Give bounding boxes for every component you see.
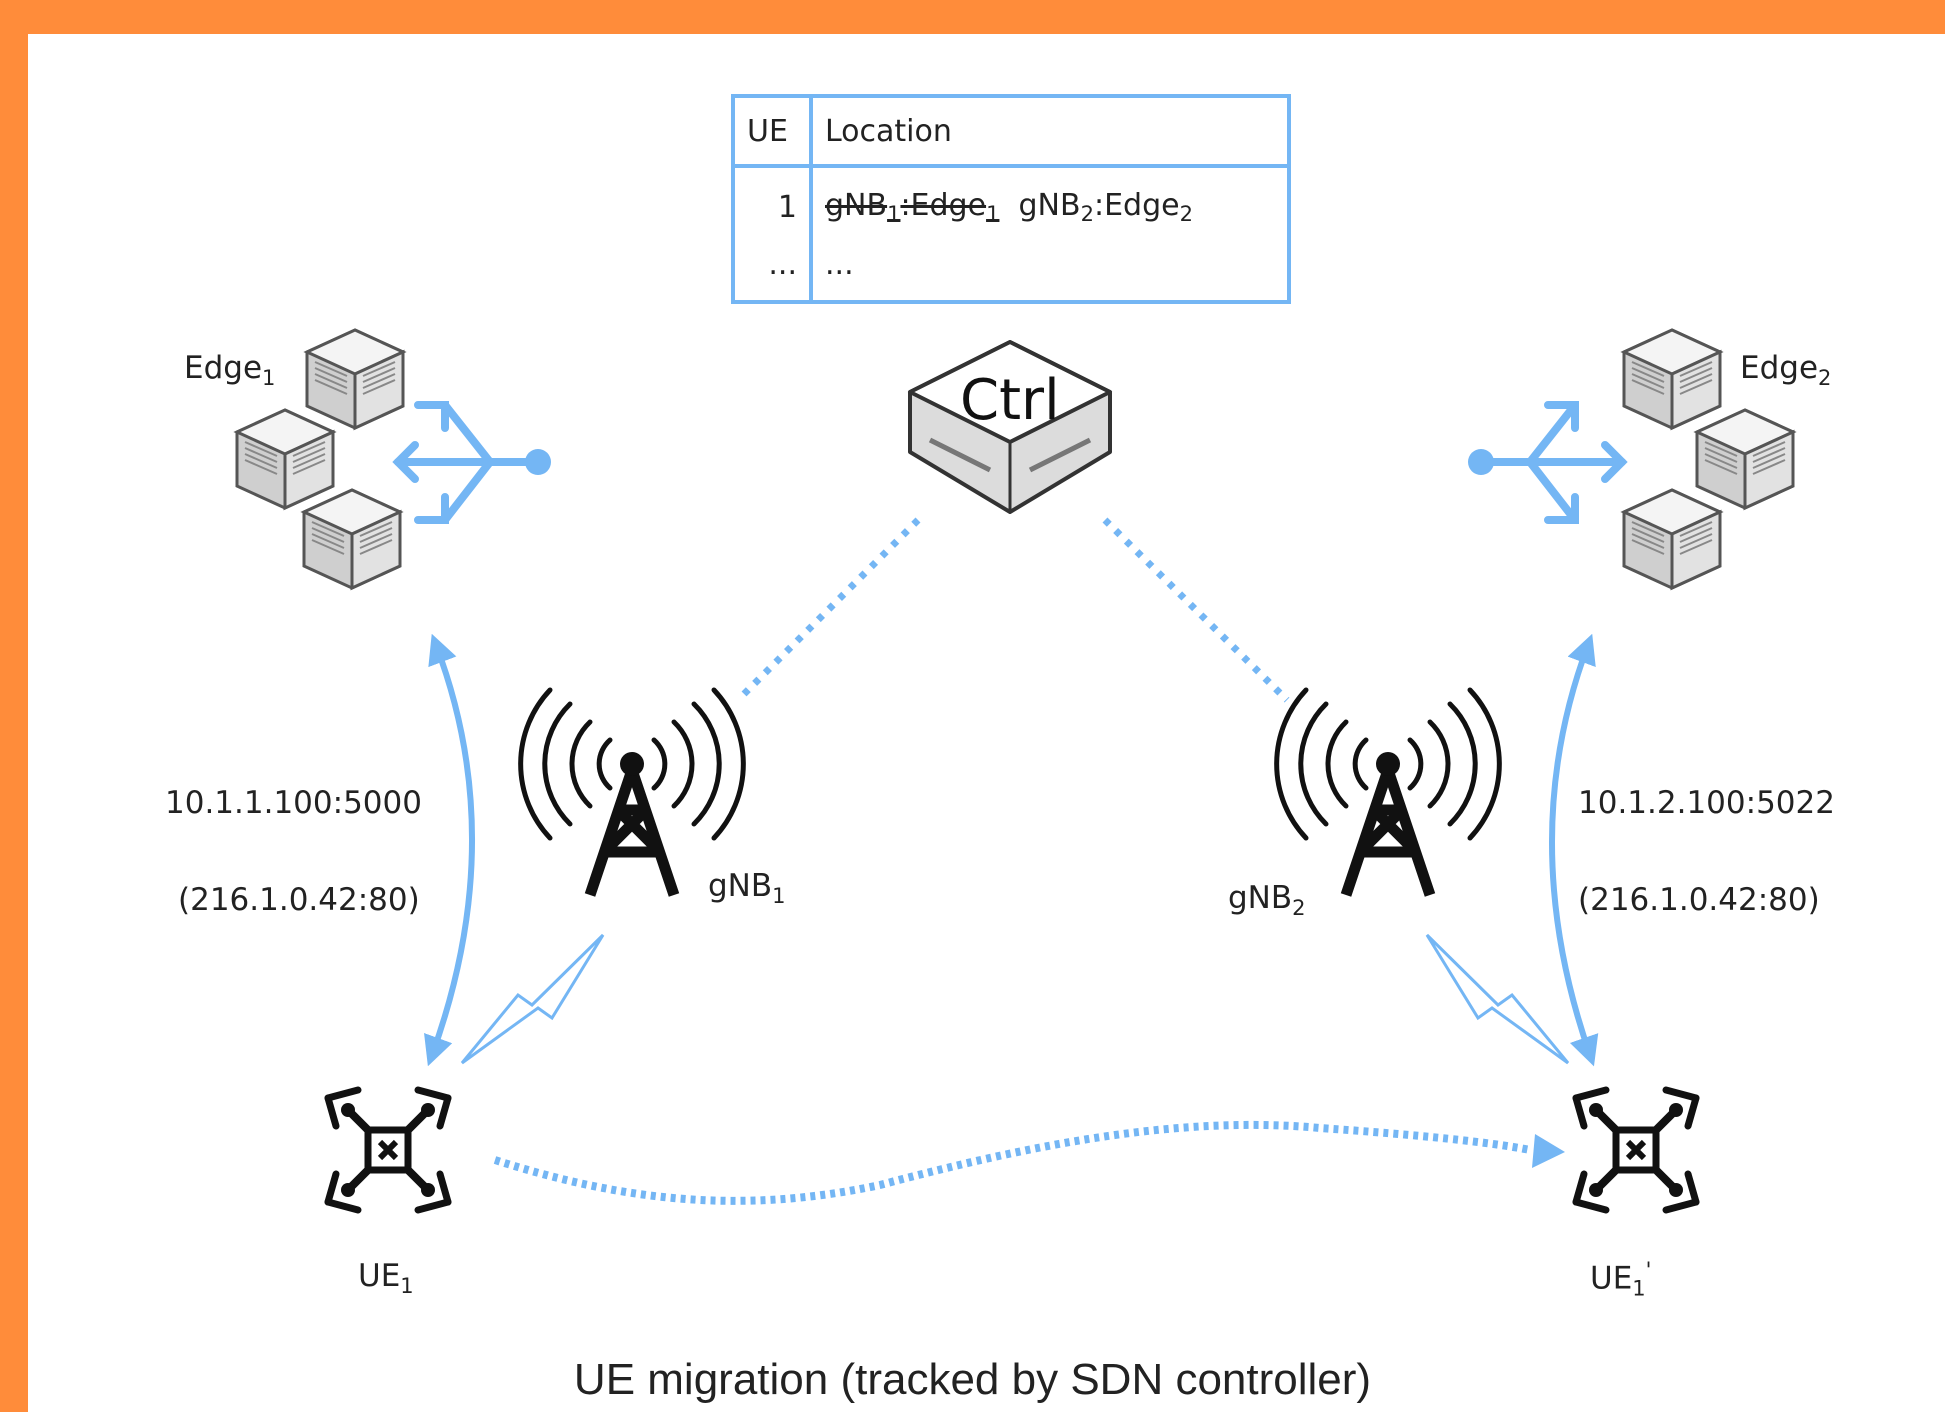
migration-arrow-head xyxy=(1532,1134,1565,1168)
controller-icon xyxy=(908,340,1112,514)
old-location: gNB1:Edge1 xyxy=(825,188,1000,227)
gnb1-antenna-tower-icon xyxy=(521,690,744,895)
table-row: 1 gNB1:Edge1 gNB2:Edge2 xyxy=(733,166,1289,247)
right-link-public-address: (216.1.0.42:80) xyxy=(1578,882,1820,918)
new-location: gNB2:Edge2 xyxy=(1018,188,1193,227)
right-link-address: 10.1.2.100:5022 xyxy=(1578,785,1835,821)
gnb1-label: gNB1 xyxy=(708,868,786,909)
left-link-public-address: (216.1.0.42:80) xyxy=(178,882,420,918)
table-cell-location: gNB1:Edge1 gNB2:Edge2 xyxy=(809,166,1289,247)
table-cell-ue: ... xyxy=(768,246,797,282)
diagram-caption: UE migration (tracked by SDN controller) xyxy=(573,1355,1372,1404)
edge2-label: Edge2 xyxy=(1740,350,1832,391)
right-wireless-link-icon xyxy=(1425,933,1570,1065)
table-header-ue: UE xyxy=(733,96,811,169)
ue-location-table: UE Location 1 gNB1:Edge1 gNB2:Edge2 ... … xyxy=(731,94,1291,304)
left-access-arrow xyxy=(424,633,476,1067)
edge1-label: Edge1 xyxy=(184,350,276,391)
gnb2-antenna-tower-icon xyxy=(1277,690,1500,895)
left-wireless-link-icon xyxy=(460,933,605,1065)
ue1-moved-drone-icon xyxy=(1576,1090,1696,1210)
table-row: ... ... xyxy=(733,246,1289,302)
controller-label: Ctrl xyxy=(960,368,1060,433)
table-cell-ue: 1 xyxy=(777,189,797,225)
left-link-address: 10.1.1.100:5000 xyxy=(165,785,422,821)
edge1-fan-out-arrow-icon xyxy=(392,401,551,524)
gnb2-label: gNB2 xyxy=(1228,880,1306,921)
table-header-location: Location xyxy=(809,96,1289,169)
table-cell-location: ... xyxy=(809,246,1289,302)
ue1-moved-label: UE1' xyxy=(1590,1258,1652,1301)
edge2-fan-out-arrow-icon xyxy=(1468,401,1628,524)
migration-path-arrow xyxy=(493,1120,1531,1205)
ue1-drone-icon xyxy=(328,1090,448,1210)
ue1-label: UE1 xyxy=(358,1258,414,1299)
right-access-arrow xyxy=(1549,633,1599,1067)
controller-link-lines xyxy=(737,517,1290,703)
